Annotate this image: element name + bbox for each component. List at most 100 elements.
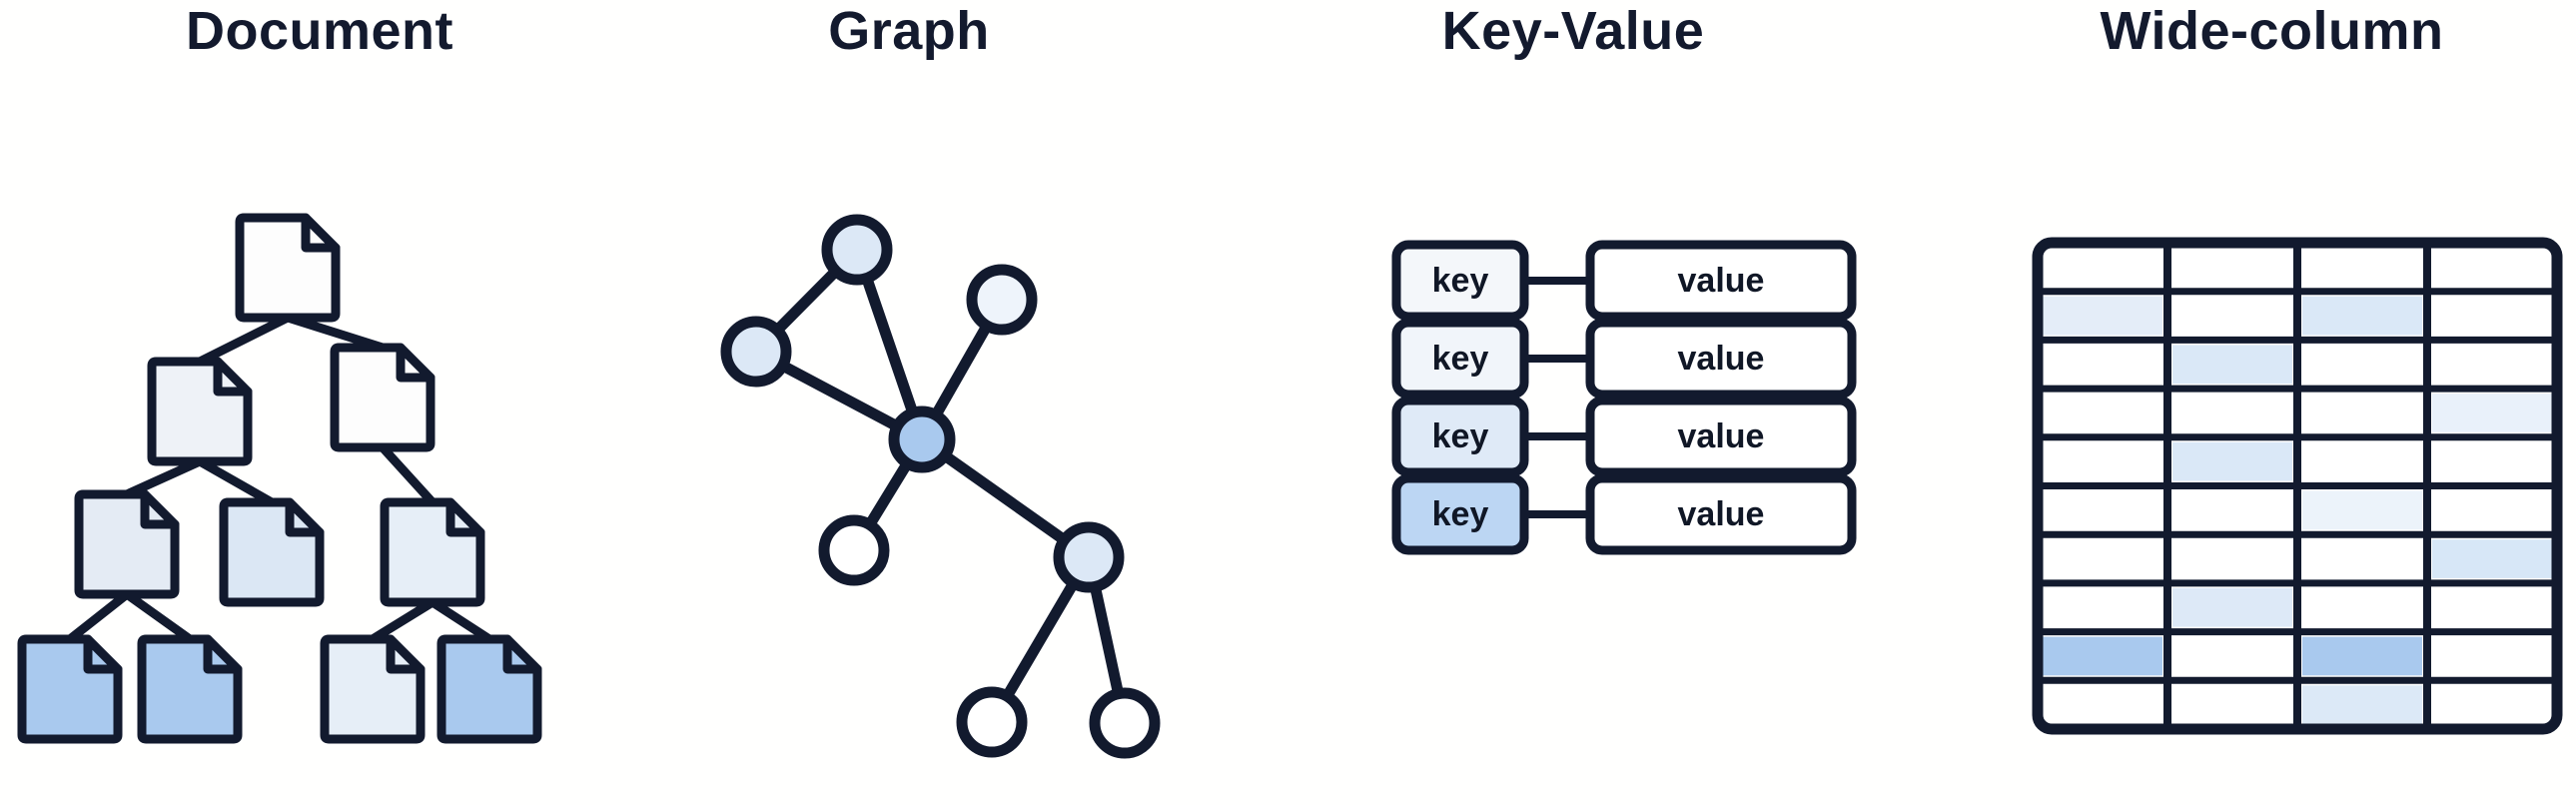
document-icon — [137, 634, 243, 744]
table-cell[interactable] — [2302, 345, 2422, 385]
document-node — [235, 213, 341, 323]
panel-title-keyvalue: Key-Value — [1441, 1, 1705, 61]
document-node — [17, 634, 123, 744]
document-node — [147, 357, 253, 466]
document-icon — [320, 634, 426, 744]
document-edge — [378, 442, 437, 507]
document-icon — [380, 497, 485, 607]
value-box[interactable] — [1585, 473, 1857, 555]
value-label: value — [1678, 340, 1765, 378]
table-cell[interactable] — [2043, 296, 2162, 336]
key-box[interactable] — [1391, 473, 1529, 555]
table-cell[interactable] — [2432, 296, 2552, 336]
table-cell[interactable] — [2432, 636, 2552, 676]
table-cell[interactable] — [2172, 345, 2292, 385]
document-fold-icon — [203, 634, 243, 674]
table-cell[interactable] — [2172, 636, 2292, 676]
widecolumn-svg — [2032, 237, 2563, 735]
table-cell[interactable] — [2432, 685, 2552, 724]
table-cell[interactable] — [2043, 248, 2162, 287]
table-cell[interactable] — [2432, 587, 2552, 627]
table-cell[interactable] — [2432, 345, 2552, 385]
panel-graph: Graph — [639, 0, 1179, 805]
document-node — [436, 634, 542, 744]
document-edge — [65, 589, 132, 644]
value-label: value — [1678, 262, 1765, 300]
panel-widecolumn: Wide-column — [1968, 0, 2576, 805]
table-cell[interactable] — [2432, 441, 2552, 481]
keyvalue-pair: key value — [1391, 240, 1857, 322]
document-icon — [235, 213, 341, 323]
table-cell[interactable] — [2302, 296, 2422, 336]
document-icon — [330, 343, 435, 452]
document-node — [74, 489, 180, 599]
key-label: key — [1432, 340, 1489, 378]
table-cell[interactable] — [2432, 248, 2552, 287]
table-cell[interactable] — [2302, 490, 2422, 530]
table-cell[interactable] — [2043, 490, 2162, 530]
document-node — [137, 634, 243, 744]
key-label: key — [1432, 495, 1489, 533]
value-label: value — [1678, 495, 1765, 533]
key-box[interactable] — [1391, 240, 1529, 322]
document-icon — [147, 357, 253, 466]
key-box[interactable] — [1391, 318, 1529, 400]
document-fold-icon — [502, 634, 542, 674]
table-cell[interactable] — [2302, 636, 2422, 676]
value-box[interactable] — [1585, 240, 1857, 322]
key-label: key — [1432, 262, 1489, 300]
table-cell[interactable] — [2302, 441, 2422, 481]
document-tree-art — [0, 0, 639, 805]
table-cell[interactable] — [2302, 248, 2422, 287]
panel-title-widecolumn: Wide-column — [2100, 1, 2444, 61]
table-cell[interactable] — [2172, 490, 2292, 530]
document-fold-icon — [83, 634, 123, 674]
table-outline — [2032, 237, 2563, 735]
key-box[interactable] — [1391, 396, 1529, 477]
table-cell[interactable] — [2172, 296, 2292, 336]
table-cell[interactable] — [2043, 685, 2162, 724]
table-cell[interactable] — [2172, 441, 2292, 481]
table-cell[interactable] — [2172, 539, 2292, 578]
document-edge — [428, 597, 494, 644]
table-cell[interactable] — [2432, 539, 2552, 578]
document-fold-icon — [285, 497, 325, 537]
table-cell[interactable] — [2172, 587, 2292, 627]
document-edge — [283, 313, 388, 353]
table-cell[interactable] — [2172, 394, 2292, 432]
table-cell[interactable] — [2043, 394, 2162, 432]
table-cell[interactable] — [2043, 587, 2162, 627]
table-cell[interactable] — [2043, 539, 2162, 578]
document-icon — [17, 634, 123, 744]
keyvalue-pair: key value — [1391, 318, 1857, 400]
document-fold-icon — [301, 213, 341, 253]
table-cell[interactable] — [2043, 441, 2162, 481]
table-cell[interactable] — [2302, 394, 2422, 432]
document-fold-icon — [140, 489, 180, 529]
document-node — [380, 497, 485, 607]
document-edge — [195, 313, 293, 367]
document-edge — [122, 456, 205, 499]
document-nodes — [17, 213, 542, 744]
table-cell[interactable] — [2302, 685, 2422, 724]
widecolumn-grid — [2032, 237, 2563, 735]
value-box[interactable] — [1585, 396, 1857, 477]
document-icon — [219, 497, 325, 607]
document-edge — [368, 597, 437, 644]
value-box[interactable] — [1585, 318, 1857, 400]
document-fold-icon — [386, 634, 426, 674]
table-cell[interactable] — [2432, 490, 2552, 530]
panel-title-document: Document — [185, 1, 453, 61]
table-cell[interactable] — [2302, 587, 2422, 627]
table-cell[interactable] — [2432, 394, 2552, 432]
table-cell[interactable] — [2302, 539, 2422, 578]
table-cell[interactable] — [2043, 636, 2162, 676]
table-cell[interactable] — [2172, 248, 2292, 287]
table-cell[interactable] — [2172, 685, 2292, 724]
table-cell[interactable] — [2043, 345, 2162, 385]
